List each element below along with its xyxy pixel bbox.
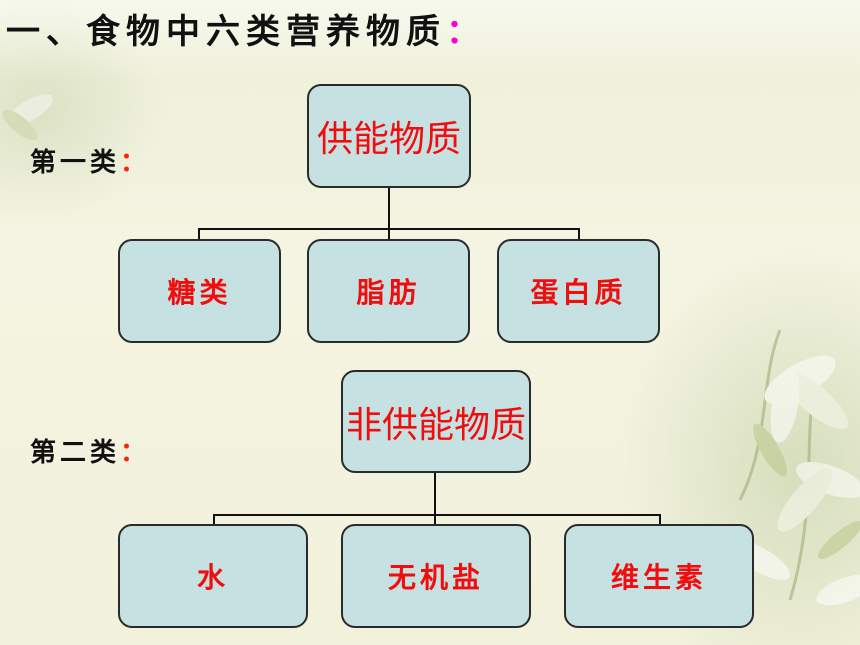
category-1-label-text: 第一类 (30, 148, 121, 178)
connector-drop-2c (659, 514, 661, 526)
node-vitamins: 维生素 (564, 524, 754, 628)
category-2-label: 第二类： (30, 432, 150, 469)
connector-drop-1a (198, 228, 200, 240)
connector-vertical-1 (388, 188, 390, 228)
slide-title-text: 一、食物中六类营养物质 (6, 12, 446, 52)
node-non-energy-substances: 非供能物质 (341, 370, 531, 473)
category-2-colon: ： (120, 438, 151, 468)
category-1-colon: ： (120, 148, 151, 178)
node-energy-substances: 供能物质 (307, 84, 471, 188)
connector-drop-1c (578, 228, 580, 240)
slide-title: 一、食物中六类营养物质： (6, 4, 486, 53)
category-2-label-text: 第二类 (30, 438, 121, 468)
title-colon: ： (446, 12, 486, 52)
node-minerals: 无机盐 (341, 524, 531, 628)
category-1-label: 第一类： (30, 142, 150, 179)
connector-drop-2b (434, 514, 436, 526)
node-proteins: 蛋白质 (497, 239, 660, 343)
node-sugars: 糖类 (118, 239, 281, 343)
connector-horizontal-2 (213, 514, 661, 516)
connector-vertical-2 (434, 473, 436, 514)
node-water: 水 (118, 524, 308, 628)
connector-drop-1b (388, 228, 390, 240)
title-band (0, 0, 860, 80)
connector-drop-2a (213, 514, 215, 526)
node-fats: 脂肪 (307, 239, 470, 343)
